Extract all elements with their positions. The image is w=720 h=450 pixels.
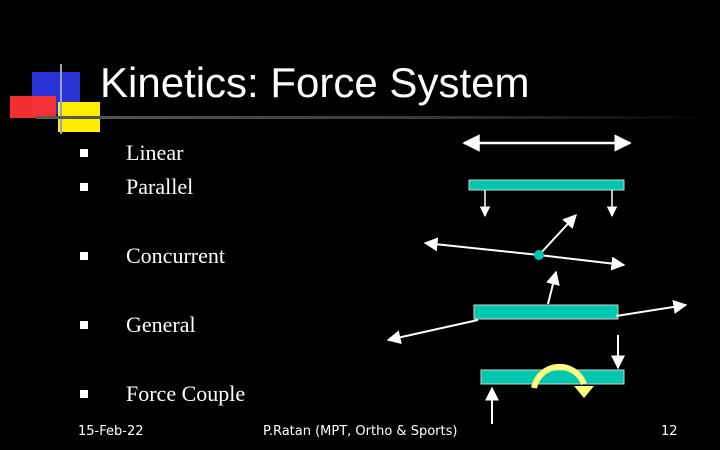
footer-date: 15-Feb-22 xyxy=(78,424,144,439)
bullet-linear: Linear xyxy=(80,140,183,166)
bullet-label: Linear xyxy=(126,140,184,165)
bullet-general: General xyxy=(80,312,196,338)
bullet-label: General xyxy=(126,312,196,337)
bullet-label: Force Couple xyxy=(126,381,246,406)
bullet-square-icon xyxy=(80,149,88,157)
parallel-bar xyxy=(468,179,625,191)
footer-author: P.Ratan (MPT, Ortho & Sports) xyxy=(263,424,458,439)
general-force-diagram xyxy=(386,270,688,345)
bullet-label: Parallel xyxy=(126,174,194,199)
general-arrow-left xyxy=(386,319,479,345)
concurrent-force-diagram xyxy=(423,213,626,271)
general-arrow-right xyxy=(615,300,688,317)
bullet-square-icon xyxy=(80,321,88,329)
bullet-square-icon xyxy=(80,183,88,191)
general-arrow-up xyxy=(546,270,560,305)
slide-title: Kinetics: Force System xyxy=(100,59,530,106)
concurrent-arrow-left xyxy=(423,237,540,256)
bullet-force-couple: Force Couple xyxy=(80,381,245,407)
bullet-concurrent: Concurrent xyxy=(80,243,225,269)
title-underline xyxy=(36,116,720,119)
concurrent-point xyxy=(534,250,544,260)
concurrent-arrow-right xyxy=(538,254,626,271)
bullet-label: Concurrent xyxy=(126,243,225,268)
couple-rotation-arrowhead xyxy=(574,386,594,398)
general-bar xyxy=(473,304,619,320)
couple-bar xyxy=(480,369,625,385)
concurrent-arrow-up xyxy=(538,213,577,256)
force-couple-diagram xyxy=(480,335,625,424)
bullet-parallel: Parallel xyxy=(80,174,193,200)
parallel-force-diagram xyxy=(468,179,625,218)
couple-rotation-arc xyxy=(531,363,587,389)
bullet-square-icon xyxy=(80,252,88,260)
bullet-square-icon xyxy=(80,390,88,398)
footer-page-number: 12 xyxy=(661,424,678,439)
